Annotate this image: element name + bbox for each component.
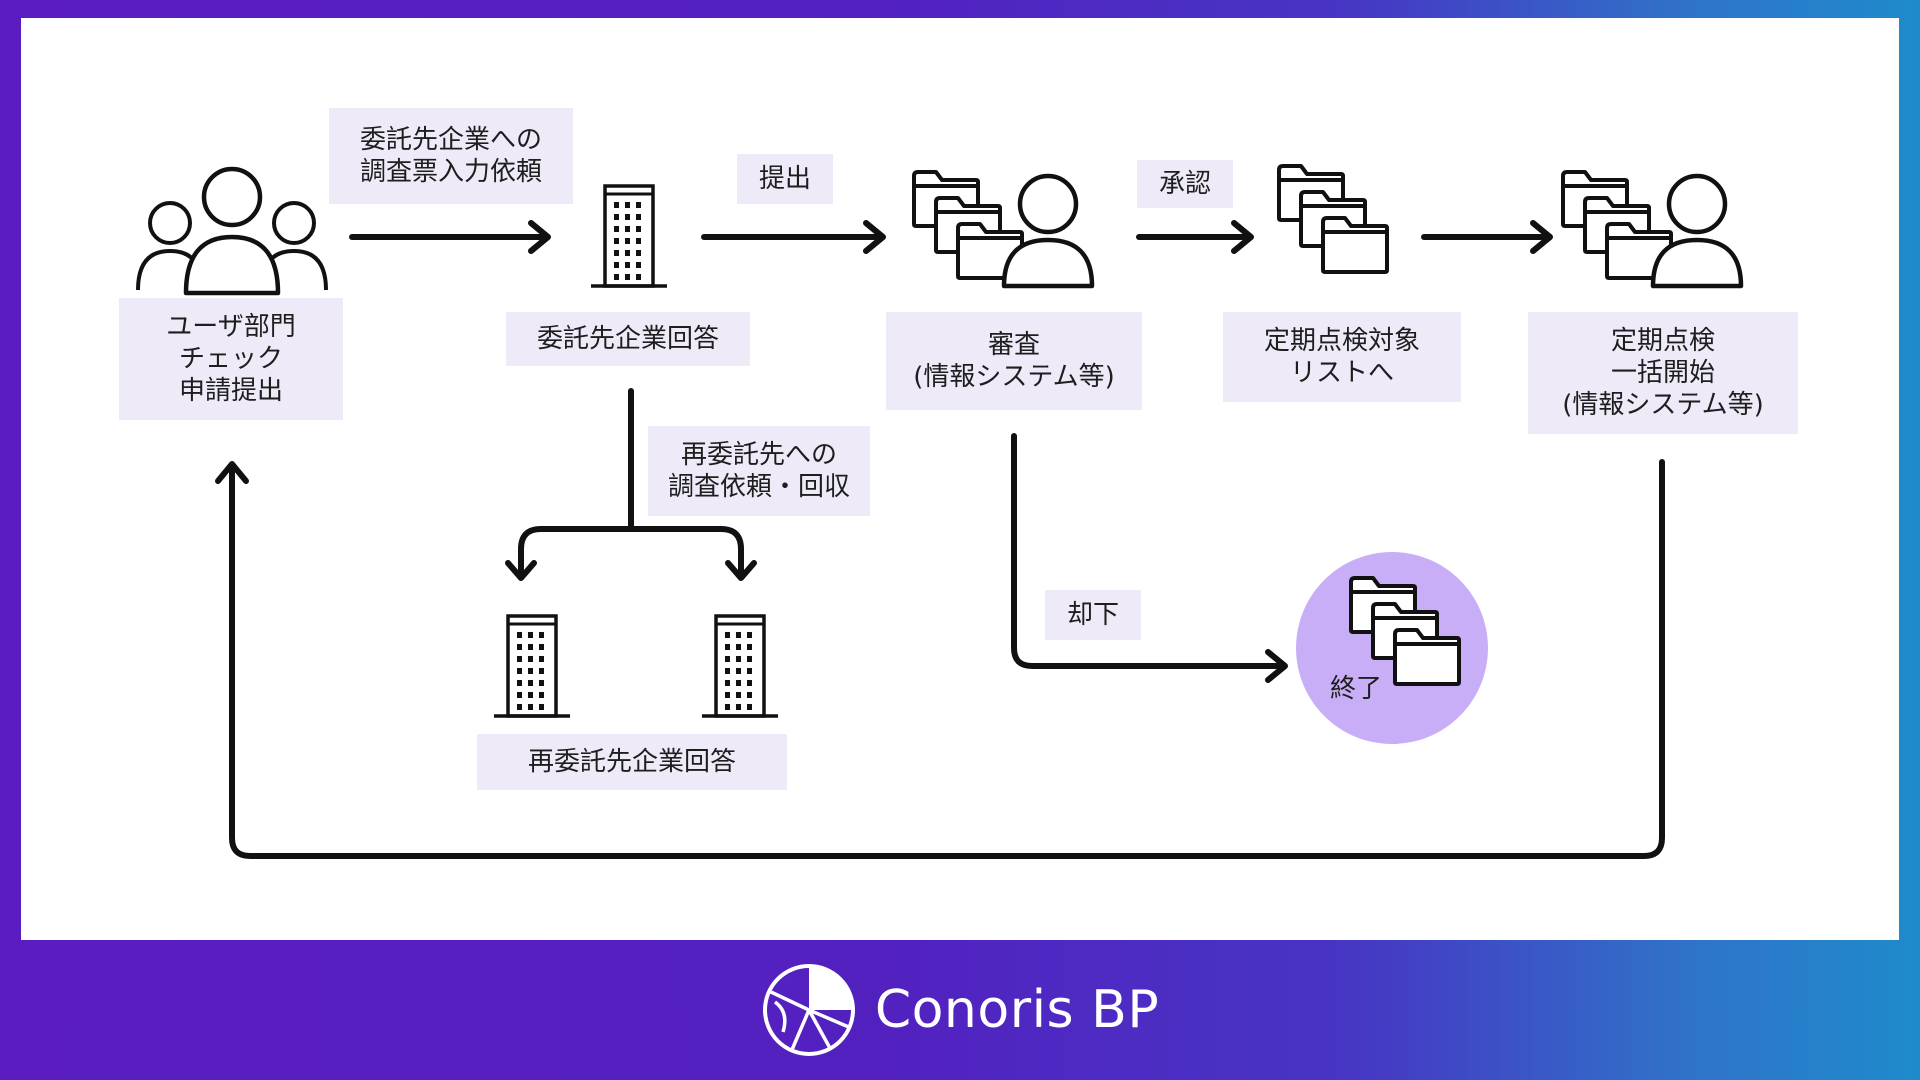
arrow-loop (229, 459, 1665, 859)
node-label-end: 終了 (1330, 674, 1383, 704)
arrowhead (215, 461, 249, 484)
building-icon (589, 184, 669, 288)
folders-person-icon (1563, 172, 1741, 286)
footer: Conoris BP (0, 940, 1920, 1080)
arrowhead (863, 220, 886, 254)
arrowhead (528, 220, 551, 254)
flow-diagram (136, 18, 1899, 859)
edge-label-submit: 提出 (737, 154, 833, 204)
node-label-review: 審査 (情報システム等) (886, 312, 1142, 410)
edge-label-approve: 承認 (1137, 160, 1233, 208)
node-label-sub-vendor-answer: 再委託先企業回答 (477, 734, 787, 790)
arrowhead (1231, 220, 1254, 254)
building-icon (700, 614, 780, 718)
brand-name: Conoris BP (874, 980, 1160, 1040)
arrowhead (1530, 220, 1553, 254)
node-label-periodic-start: 定期点検 一括開始 (情報システム等) (1528, 312, 1798, 434)
arrow-reject (1011, 433, 1286, 669)
arrowhead (505, 560, 537, 581)
folders-person-icon (914, 172, 1092, 286)
conoris-logo-icon (762, 964, 855, 1056)
node-label-user-dept: ユーザ部門 チェック 申請提出 (119, 298, 343, 420)
folders-icon (1279, 166, 1387, 272)
arrowhead (725, 560, 757, 581)
edge-label-reject: 却下 (1045, 590, 1141, 640)
arrowhead (1265, 649, 1288, 683)
user-group-icon (136, 166, 328, 296)
edge-label-subcontract: 再委託先への 調査依頼・回収 (648, 426, 870, 516)
node-label-periodic-list: 定期点検対象 リストへ (1223, 312, 1461, 402)
diagram-canvas: 委託先企業への 調査票入力依頼 提出 承認 再委託先への 調査依頼・回収 却下 … (21, 18, 1899, 940)
line-split (518, 526, 744, 577)
node-label-vendor-answer: 委託先企業回答 (506, 312, 750, 366)
edge-label-request: 委託先企業への 調査票入力依頼 (329, 108, 573, 204)
building-icon (492, 614, 572, 718)
